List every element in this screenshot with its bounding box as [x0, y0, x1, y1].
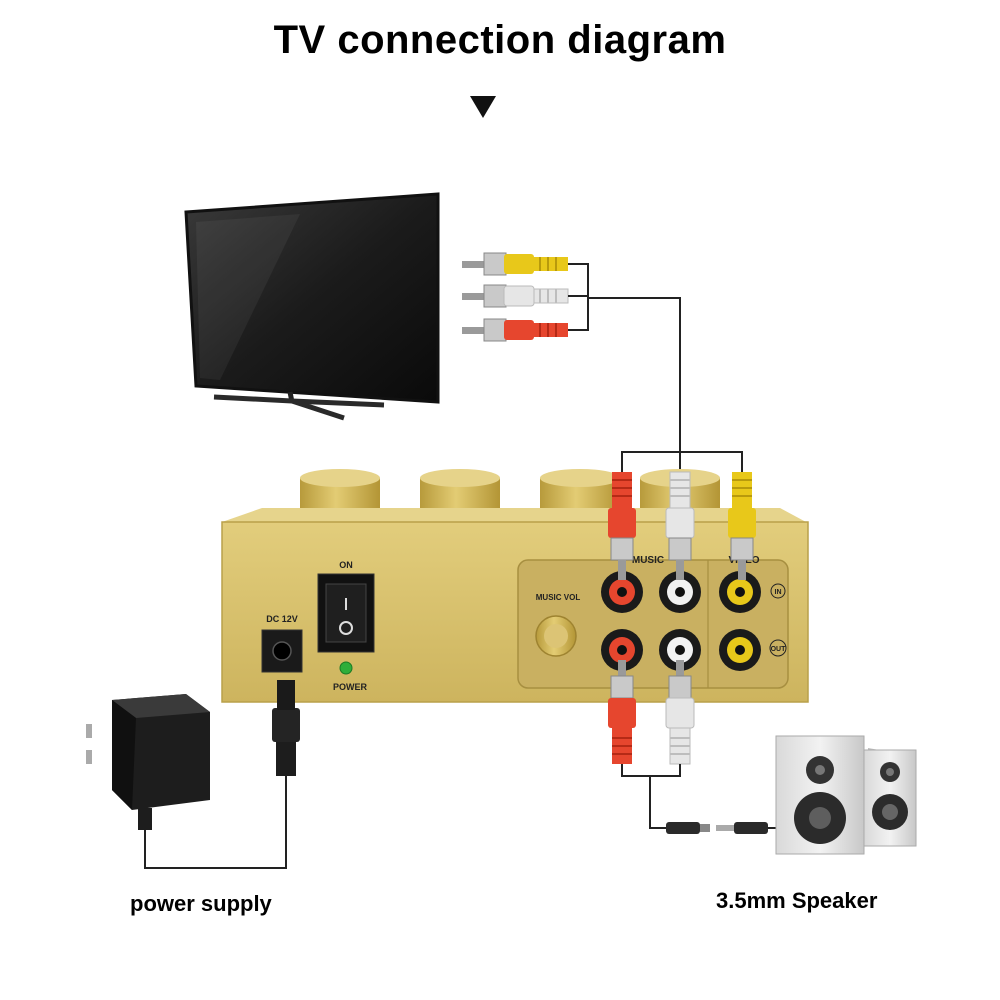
jack-music-in-red	[601, 571, 643, 613]
jack-music-out-white	[659, 629, 701, 671]
tv-cable-wire	[568, 263, 681, 450]
device-top	[222, 508, 806, 522]
device-output-plug-white	[665, 660, 695, 765]
label-in: IN	[775, 589, 782, 596]
music-vol-knob-cap	[544, 624, 568, 648]
label-music: MUSIC	[632, 555, 664, 566]
label-in-ring	[770, 583, 786, 599]
device-output-plug-red	[608, 660, 636, 764]
label-out-ring	[769, 639, 787, 657]
karaoke-mixer: ON POWER DC 12V MUSIC VOL MUSIC VIDEO IN…	[221, 469, 809, 703]
jack-video-out-yellow	[719, 629, 761, 671]
power-switch-rocker	[325, 583, 367, 643]
speaker-caption: 3.5mm Speaker	[716, 888, 878, 913]
speaker-front	[775, 735, 865, 855]
tv-rca-cables	[462, 252, 743, 472]
label-power: POWER	[333, 682, 368, 692]
aux-plug-male	[716, 822, 782, 834]
tv	[184, 192, 440, 421]
label-on: ON	[339, 560, 353, 570]
dc-jack	[261, 629, 303, 673]
dc-jack-hole	[272, 641, 292, 661]
power-switch-o-mark	[339, 621, 353, 635]
power-adapter	[86, 694, 210, 830]
tv-stand-front	[291, 398, 345, 421]
tv-stand-left	[213, 394, 293, 404]
speaker-cable-wire	[621, 764, 681, 829]
jack-video-in-yellow	[719, 571, 761, 613]
diagram-title: TV connection diagram	[273, 18, 727, 62]
tv-rca-white-plug	[462, 284, 569, 308]
down-arrow-icon	[470, 96, 496, 118]
device-input-plug-red	[608, 472, 636, 580]
label-out: OUT	[771, 646, 787, 653]
device-input-plug-yellow	[728, 472, 756, 580]
device-input-plug-white	[665, 471, 695, 580]
speaker-back	[863, 748, 917, 847]
power-led	[339, 661, 353, 675]
dc-plug	[272, 680, 300, 776]
tv-rca-red-plug	[462, 318, 568, 342]
tv-rca-yellow-plug	[462, 252, 568, 276]
label-dc: DC 12V	[266, 614, 298, 624]
jack-music-in-white	[659, 571, 701, 613]
jack-music-out-red	[601, 629, 643, 671]
power-supply-caption: power supply	[130, 891, 272, 916]
label-music-vol: MUSIC VOL	[536, 593, 581, 602]
tv-stand-right	[291, 398, 385, 408]
tv-screen	[184, 192, 440, 404]
aux-plug-female	[666, 822, 710, 834]
tv-cable-split	[621, 450, 743, 472]
tv-screen-glare	[196, 214, 300, 380]
power-cable	[144, 774, 287, 869]
